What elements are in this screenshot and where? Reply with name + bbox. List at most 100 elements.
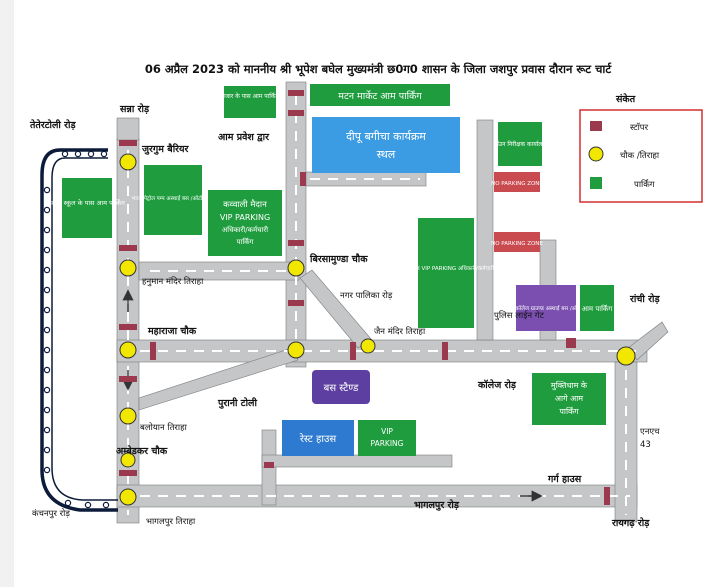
mazar-parking-box xyxy=(224,86,276,118)
stoppers xyxy=(119,90,610,505)
junction-jurgum xyxy=(119,153,137,171)
legend-parking-swatch xyxy=(590,177,602,189)
deepu-bagicha-label-2: स्थल xyxy=(377,148,396,161)
stopper xyxy=(119,140,137,146)
muktidham-label-2: आगे आम xyxy=(555,393,583,403)
label-maharaja: महाराजा चौक xyxy=(147,325,197,337)
bus-stand-label: बस स्टैण्ड xyxy=(324,382,359,394)
label-ranchi: रांची रोड़ xyxy=(629,293,660,305)
stopper xyxy=(119,470,137,476)
legend-heading: संकेत xyxy=(615,93,636,105)
stopper xyxy=(288,240,304,246)
stopper xyxy=(150,342,156,360)
label-college: कॉलेज रोड़ xyxy=(477,379,517,391)
no-parking-label-1: NO PARKING ZONE xyxy=(491,181,543,187)
stopper xyxy=(119,245,137,251)
stopper xyxy=(350,342,356,360)
label-hanuman: हनुमान मंदिर तिराहा xyxy=(142,276,204,287)
legend-stopper-swatch xyxy=(590,121,602,131)
vip-parking-box xyxy=(358,420,416,456)
muktidham-parking-box xyxy=(532,373,606,425)
bharat-petrol-parking-label: भारत पेट्रोल पम्प अस्थाई बस /ऑटो स्टेण्ड xyxy=(131,195,214,202)
lane-markings xyxy=(127,95,640,515)
stopper xyxy=(264,462,274,468)
mazar-parking-label: मजार के पास आम पार्किंग xyxy=(221,92,279,100)
label-birsamunda: बिरसामुण्डा चौक xyxy=(309,253,368,265)
legend: संकेत स्टॉपर चौक /तिराहा पार्किंग xyxy=(579,93,703,203)
junction-birsamunda xyxy=(287,259,305,277)
kabbali-label-2: VIP PARKING xyxy=(220,213,270,222)
label-raigarh: रायगढ़ रोड़ xyxy=(611,517,650,529)
stopper xyxy=(442,342,448,360)
road-sanna-top xyxy=(116,117,140,141)
junction-bhagalpur xyxy=(119,488,137,506)
rest-house-box xyxy=(282,420,354,456)
road-labels: तेतेरटोली रोड़ सन्ना रोड़ आम प्रवेश द्वा… xyxy=(29,103,660,529)
legend-border xyxy=(579,109,703,203)
junction-baloyan xyxy=(119,407,137,425)
label-baloyan: बलोयान तिराहा xyxy=(140,422,188,433)
saran-school-parking-label: सरना स्कूल के पास आम पार्किंग xyxy=(49,199,125,207)
kabbali-label-3: अधिकारी/कर्मचारी xyxy=(222,225,268,234)
kabbali-maidan-box xyxy=(208,190,282,256)
town-inspector-box xyxy=(498,122,542,166)
deepu-bagicha-venue-box xyxy=(312,117,460,173)
legend-junction-swatch xyxy=(588,146,604,162)
label-jain-mandir: जैन मंदिर तिराहा xyxy=(374,326,426,337)
no-parking-zone-2 xyxy=(494,232,540,252)
label-aam-pravesh: आम प्रवेश द्वार xyxy=(218,131,270,143)
bus-stand-box xyxy=(312,370,370,404)
label-bhagalpur-tiraha: भागलपुर तिराहा xyxy=(146,516,196,527)
junction-birsamunda-lower xyxy=(287,341,305,359)
no-parking-label-2: NO PARKING ZONE xyxy=(491,241,543,247)
junctions xyxy=(119,153,636,506)
junction-jain-mandir xyxy=(360,338,376,354)
diagonal-roads xyxy=(138,269,669,411)
aidas-college-label: एनईएस कॉलेज ग्राउण्ड अस्थाई बस /ऑटो स्टे… xyxy=(498,305,594,312)
matan-market-parking-box xyxy=(310,84,450,106)
label-kanchanpur: कंचनपुर रोड़ xyxy=(32,508,70,519)
kabbali-label-4: पार्किंग xyxy=(237,237,255,246)
kabbali-label-1: कव्वाली मैदान xyxy=(223,199,267,210)
stopper xyxy=(119,324,137,330)
police-ground-parking-box xyxy=(418,218,474,328)
label-ambedkar: अम्बेडकर चौक xyxy=(116,445,168,457)
label-sanna: सन्ना रोड़ xyxy=(119,103,150,115)
no-parking-zone-1 xyxy=(494,172,540,192)
legend-stopper-label: स्टॉपर xyxy=(630,122,649,133)
label-tetertoli: तेतेरटोली रोड़ xyxy=(29,119,77,131)
muktidham-label-3: पार्किंग xyxy=(559,406,579,416)
aidas-college-stand-box xyxy=(516,285,576,331)
vip-parking-label-1: VIP xyxy=(381,427,393,436)
junction-ranchi xyxy=(616,346,636,366)
aam-parking-right-label: आम पार्किंग xyxy=(582,304,614,313)
stopper xyxy=(119,376,137,382)
junction-ambedkar xyxy=(120,452,136,468)
vip-parking-label-2: PARKING xyxy=(371,439,404,448)
road-police-vertical xyxy=(476,119,494,341)
stopper xyxy=(288,300,304,306)
town-inspector-label: टॉउन निरीक्षक कार्यालय xyxy=(494,140,546,148)
stopper xyxy=(288,110,304,116)
aam-parking-right-box xyxy=(580,285,614,331)
label-bhagalpur-road: भागलपुर रोड़ xyxy=(414,499,460,511)
road-resthouse-horizontal xyxy=(261,454,453,468)
rest-house-label: रेस्ट हाउस xyxy=(299,433,337,445)
label-police-line: पुलिस लाईन गेट xyxy=(494,310,545,321)
junction-hanuman xyxy=(119,259,137,277)
deepu-bagicha-label-1: दीपू बगीचा कार्यक्रम xyxy=(346,130,426,144)
stopper xyxy=(288,90,304,96)
label-jurgum: जुरगुम बैरियर xyxy=(141,143,190,155)
page-shadow xyxy=(0,0,14,587)
muktidham-label-1: मुक्तिधाम के xyxy=(551,380,588,391)
matan-market-parking-label: मटन मार्केट आम पार्किंग xyxy=(338,90,422,102)
route-loop xyxy=(40,148,118,512)
label-nh43-line2: 43 xyxy=(640,440,651,450)
bharat-petrol-parking-box xyxy=(144,165,202,235)
police-ground-label: पुलिस परेड ग्राउण्ड VIP PARKING अधिकारी/… xyxy=(383,265,510,272)
saran-school-parking-box xyxy=(62,178,112,238)
stopper xyxy=(566,338,576,348)
chart-title: 06 अप्रैल 2023 को माननीय श्री भूपेश बघेल… xyxy=(145,62,613,77)
junction-maharaja xyxy=(119,341,137,359)
